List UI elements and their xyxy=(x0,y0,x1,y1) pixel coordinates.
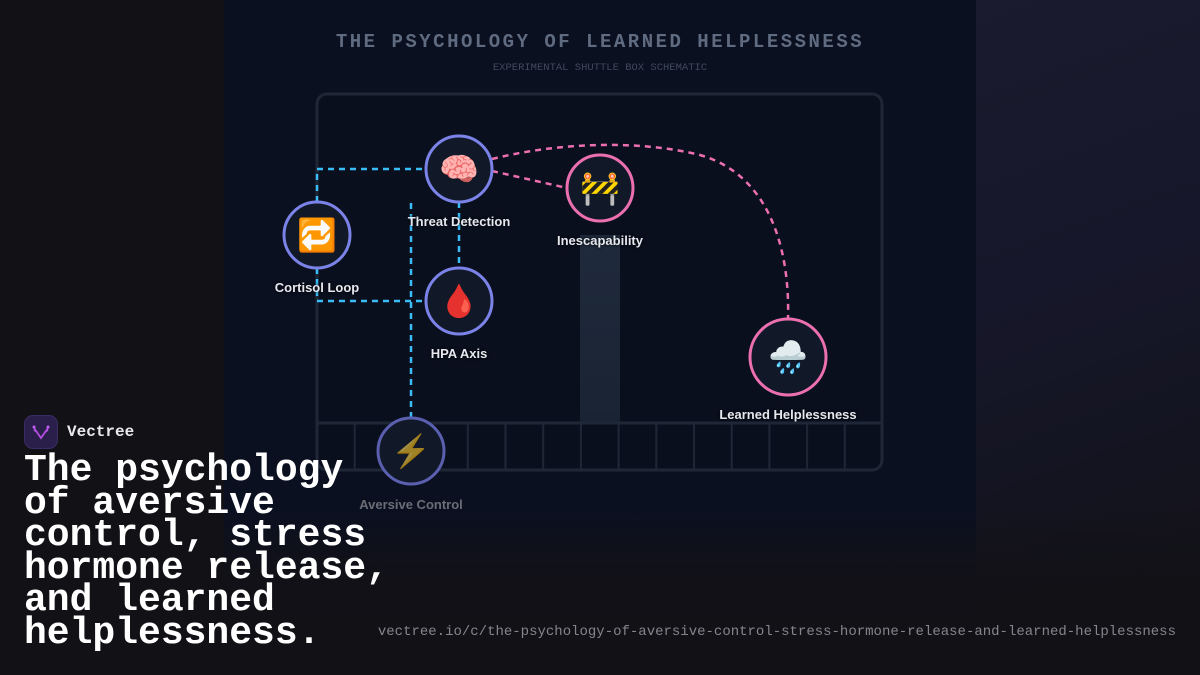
node-inescapability[interactable] xyxy=(565,153,635,223)
brand: Vectree xyxy=(24,415,134,449)
node-cortisol[interactable] xyxy=(282,200,352,270)
brain-icon: 🧠 xyxy=(439,151,479,187)
diagram-title: THE PSYCHOLOGY OF LEARNED HELPLESSNESS xyxy=(335,31,865,53)
node-label-aversive: Aversive Control xyxy=(359,497,463,512)
link-threat-helplessness xyxy=(491,143,790,320)
shuttle-barrier xyxy=(580,235,620,423)
node-label-cortisol: Cortisol Loop xyxy=(274,280,360,295)
diagram-subtitle: EXPERIMENTAL SHUTTLE BOX SCHEMATIC xyxy=(492,62,708,74)
node-label-hpa: HPA Axis xyxy=(430,346,488,361)
node-hpa[interactable] xyxy=(424,266,494,336)
node-helplessness[interactable] xyxy=(748,317,828,397)
repeat-icon: 🔁 xyxy=(297,217,337,253)
page-url[interactable]: vectree.io/c/the-psychology-of-aversive-… xyxy=(377,624,1176,640)
node-label-inescapability: Inescapability xyxy=(557,233,643,248)
node-label-threat: Threat Detection xyxy=(407,214,511,229)
lightning-icon: ⚡ xyxy=(391,433,431,469)
rain-cloud-icon: 🌧️ xyxy=(768,339,808,375)
bottom-shade xyxy=(0,510,1200,675)
barrier-icon: 🚧 xyxy=(580,170,620,206)
brand-name: Vectree xyxy=(67,423,135,441)
node-aversive[interactable] xyxy=(376,416,446,486)
node-threat[interactable] xyxy=(424,134,494,204)
node-label-helplessness: Learned Helplessness xyxy=(719,407,857,422)
blood-drop-icon: 🩸 xyxy=(439,283,479,319)
vectree-logo-icon xyxy=(24,415,58,449)
headline: The psychology of aversive control, stre… xyxy=(24,449,389,655)
link-cortisol-threat xyxy=(315,167,426,202)
link-threat-inescapability xyxy=(491,169,568,190)
link-cortisol-hpa xyxy=(315,268,426,303)
